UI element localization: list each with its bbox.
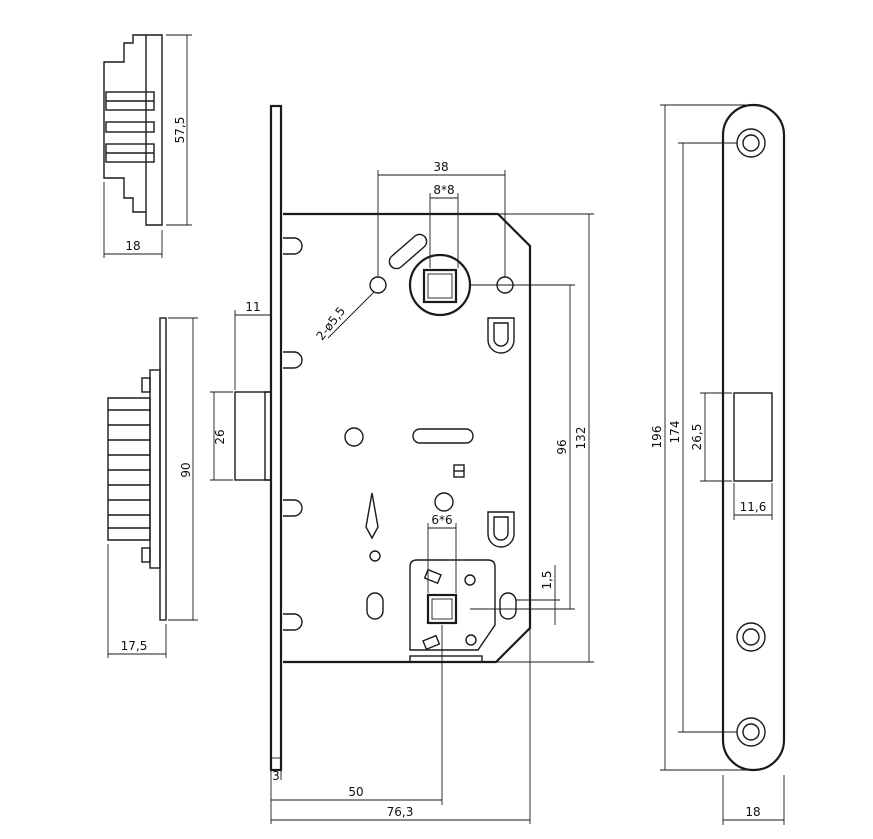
dim-case-height: 132 xyxy=(574,427,588,450)
strike-plate: 196 174 26,5 11,6 18 xyxy=(650,103,786,825)
dim-top-view-height: 57,5 xyxy=(173,117,187,144)
dim-centre-distance: 96 xyxy=(555,439,569,454)
dim-side-view-height: 90 xyxy=(179,462,193,477)
dim-top-view-depth: 18 xyxy=(125,239,140,253)
dim-strike-length: 196 xyxy=(650,426,664,449)
dim-faceplate-thickness: 3 xyxy=(272,769,280,783)
dim-strike-hole-spacing: 174 xyxy=(668,421,682,444)
dim-spindle-square-bottom: 6*6 xyxy=(431,513,452,527)
side-view: 90 17,5 xyxy=(107,317,198,658)
dim-side-view-depth: 17,5 xyxy=(121,639,148,653)
dim-backset: 50 xyxy=(348,785,363,799)
front-view: 38 8*8 2-ø5,5 11 26 96 132 6*6 xyxy=(210,104,594,824)
dim-offset: 1,5 xyxy=(540,570,554,589)
dim-strike-opening-width: 11,6 xyxy=(740,500,767,514)
dim-spindle-square-top: 8*8 xyxy=(433,183,454,197)
dim-strike-width: 18 xyxy=(745,805,760,819)
dim-latch-projection: 11 xyxy=(245,300,260,314)
dim-backset-spindle-spacing: 38 xyxy=(433,160,448,174)
dim-latch-height: 26 xyxy=(213,429,227,444)
top-view: 57,5 18 xyxy=(103,34,192,258)
dim-strike-opening-height: 26,5 xyxy=(690,424,704,451)
dim-case-depth: 76,3 xyxy=(387,805,414,819)
